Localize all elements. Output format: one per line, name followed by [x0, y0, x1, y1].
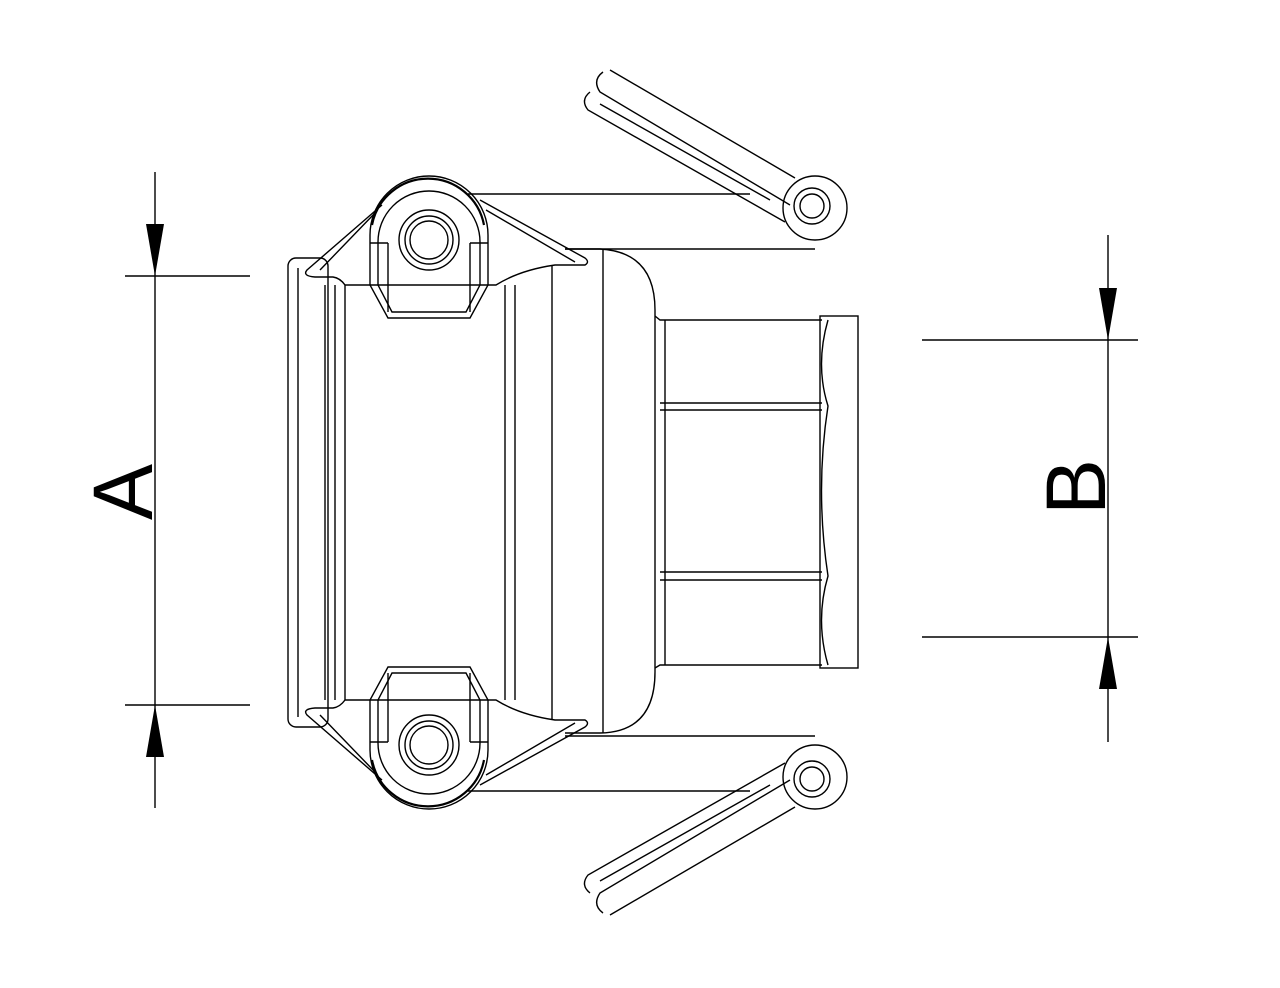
dimension-a: A [76, 172, 250, 808]
coupling-body [287, 248, 656, 734]
coupling-pipe [654, 315, 859, 669]
dimension-a-label: A [76, 464, 170, 520]
dimension-b: B [922, 235, 1138, 742]
dimension-b-label: B [1029, 459, 1123, 515]
